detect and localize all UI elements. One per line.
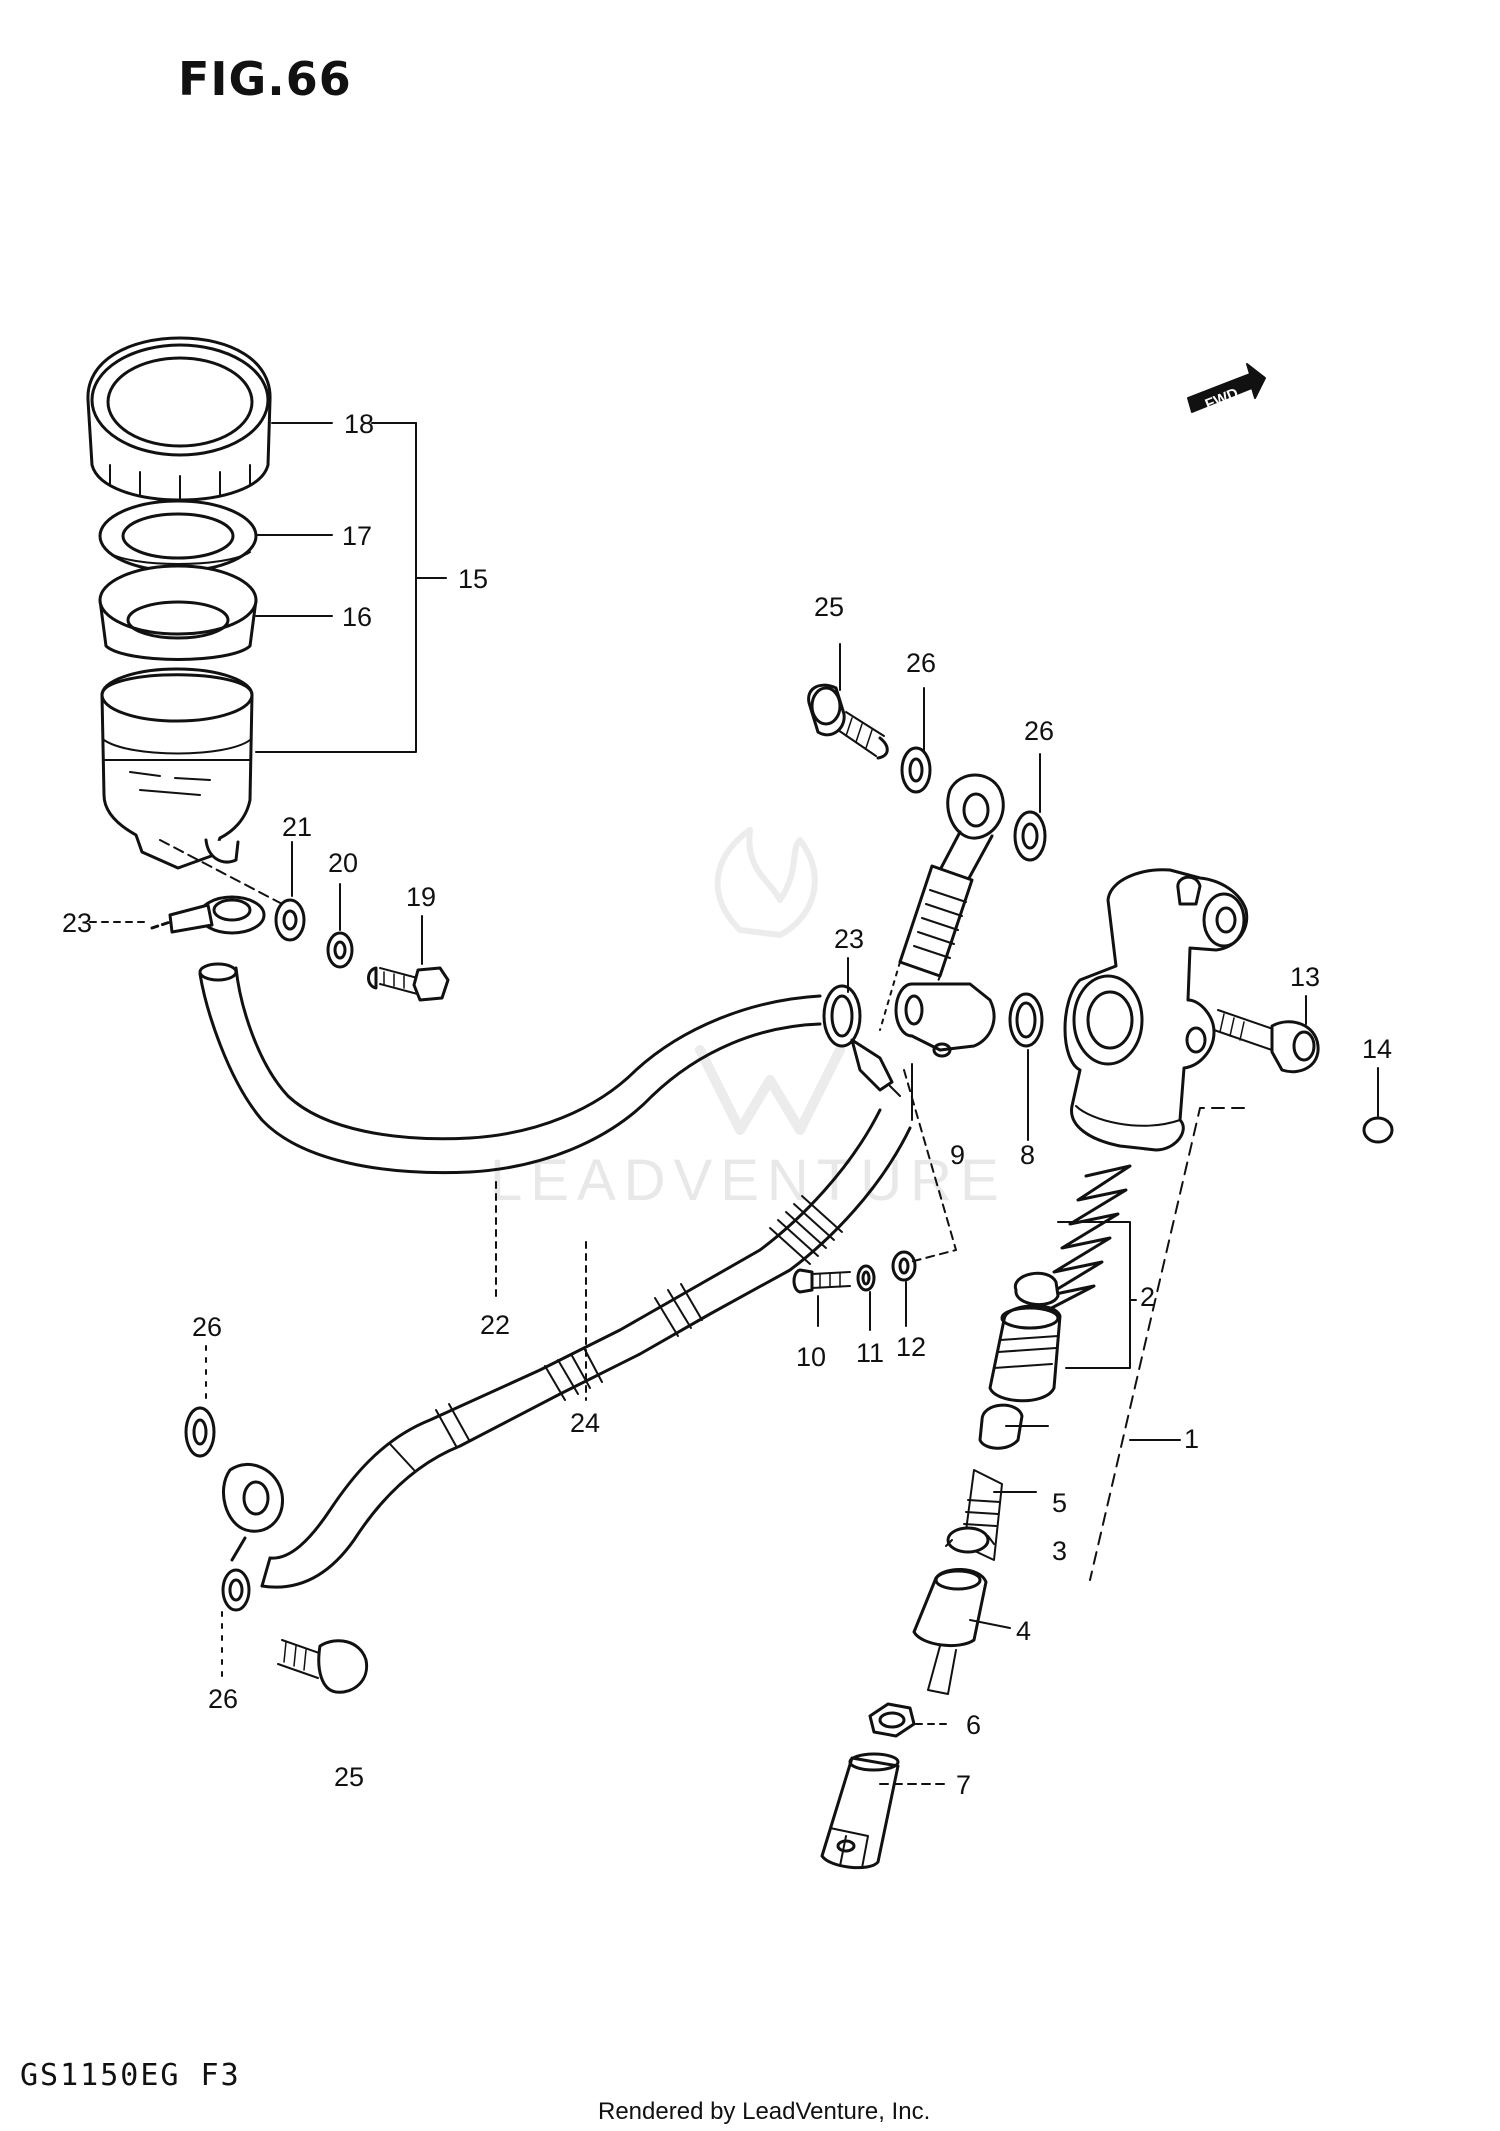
callout-16: 16	[342, 602, 372, 632]
upper-washer-26b	[1013, 810, 1047, 862]
lock-washer-11	[856, 1264, 876, 1292]
callout-11: 11	[856, 1338, 884, 1368]
lower-banjo-bolt-25	[277, 1639, 369, 1694]
hose-clamp-right	[822, 984, 901, 1097]
push-rod-assembly	[912, 1403, 1024, 1695]
callout-9: 9	[950, 1140, 965, 1170]
callout-23-right: 23	[834, 924, 864, 954]
reservoir-diaphragm	[98, 564, 258, 661]
callout-26-upper-a: 26	[906, 648, 936, 678]
callout-1: 1	[1184, 1424, 1199, 1454]
figure-title: FIG.66	[178, 52, 352, 106]
render-credit: Rendered by LeadVenture, Inc.	[598, 2098, 931, 2125]
callout-26-lower-b: 26	[208, 1684, 238, 1714]
callout-5: 5	[1052, 1488, 1067, 1518]
callout-15: 15	[458, 564, 488, 594]
callout-19: 19	[406, 882, 436, 912]
cap-14	[1362, 1116, 1394, 1144]
lower-washer-26b	[221, 1568, 251, 1612]
callout-22: 22	[480, 1310, 510, 1340]
callout-2: 2	[1140, 1282, 1155, 1312]
leader-lines	[89, 422, 1379, 1785]
callout-14: 14	[1362, 1034, 1392, 1064]
callout-24: 24	[570, 1408, 600, 1438]
master-cylinder-body	[1063, 868, 1249, 1152]
callout-25-lower: 25	[334, 1762, 364, 1792]
callout-12: 12	[896, 1332, 926, 1362]
fwd-arrow-icon: FWD	[1187, 363, 1266, 413]
callout-26-lower-a: 26	[192, 1312, 222, 1342]
upper-banjo-bolt-25	[807, 683, 889, 760]
leader-reservoir-bolt	[159, 839, 287, 907]
callout-20: 20	[328, 848, 358, 878]
callout-3: 3	[1052, 1536, 1067, 1566]
callout-6: 6	[966, 1710, 981, 1740]
brake-hose-24	[260, 1108, 912, 1589]
callout-7: 7	[956, 1770, 971, 1800]
callout-10: 10	[796, 1342, 826, 1372]
bolt-10	[792, 1268, 851, 1294]
lock-washer-20	[326, 931, 354, 969]
callout-17: 17	[342, 521, 372, 551]
washer-12	[891, 1250, 917, 1282]
washer-21	[274, 898, 306, 942]
reservoir-body	[100, 667, 254, 870]
callout-21: 21	[282, 812, 312, 842]
elbow-joint-9	[894, 982, 996, 1058]
model-code: GS1150EG F3	[20, 2058, 241, 2093]
callout-8: 8	[1020, 1140, 1035, 1170]
reservoir-cap	[86, 336, 272, 502]
watermark: LEADVENTURE	[490, 827, 1007, 1213]
clevis-7	[820, 1752, 900, 1870]
piston-assembly-2	[988, 1271, 1062, 1403]
upper-washer-26a	[900, 746, 932, 794]
lower-banjo-fitting	[221, 1463, 284, 1588]
locknut-6	[868, 1702, 916, 1738]
o-ring-8	[1008, 992, 1044, 1048]
reservoir-plate	[98, 499, 258, 573]
reservoir-hose-22	[198, 962, 822, 1175]
lower-washer-26a	[184, 1406, 216, 1458]
callout-13: 13	[1290, 962, 1320, 992]
callout-labels: 1 2 3 4 5 6 7 8 9 10 11 12 13 14 15 16 1…	[62, 409, 1392, 1800]
callout-18: 18	[344, 409, 374, 439]
callout-23-left: 23	[62, 908, 92, 938]
watermark-text: LEADVENTURE	[490, 1148, 1007, 1213]
bolt-13	[1213, 1009, 1320, 1074]
hose-clamp-left	[150, 895, 266, 935]
bolt-19	[367, 966, 450, 1002]
callout-4: 4	[1016, 1616, 1031, 1646]
callout-25-upper: 25	[814, 592, 844, 622]
callout-26-upper-b: 26	[1024, 716, 1054, 746]
